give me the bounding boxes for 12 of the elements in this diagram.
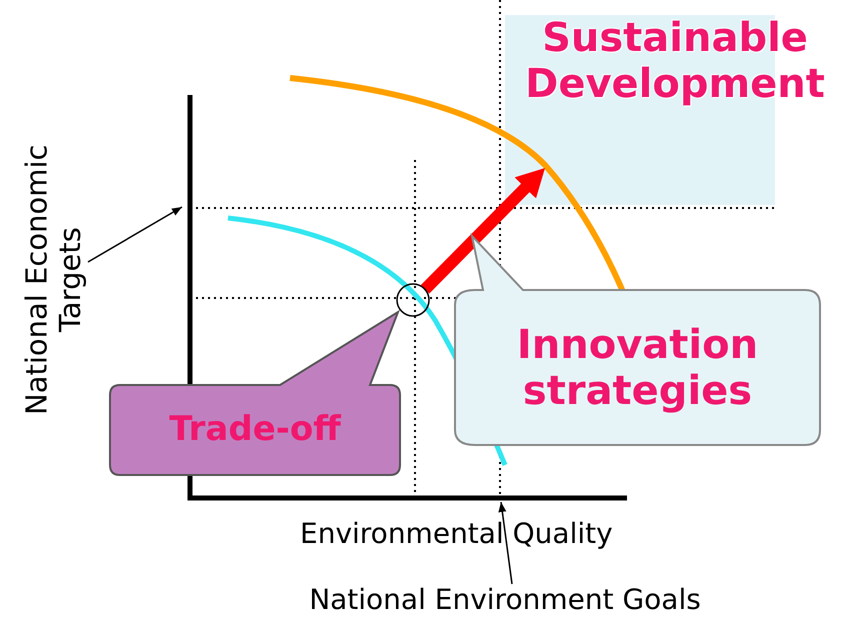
leader-arrow — [498, 502, 513, 584]
callout-label: Trade-off — [168, 408, 342, 452]
circle-marker — [396, 283, 430, 317]
arrow — [420, 168, 545, 294]
axis-annotation: National Environment Goals — [308, 584, 702, 616]
speech-bubble — [108, 310, 402, 477]
axis-label: Environmental Quality — [300, 518, 613, 550]
axis-title: National Economic Targets — [18, 144, 88, 418]
callout-label: Innovation strategies — [516, 320, 760, 416]
speech-bubble — [453, 234, 822, 447]
region-label: Sustainable Development — [524, 15, 826, 107]
leader-arrow — [88, 206, 182, 263]
